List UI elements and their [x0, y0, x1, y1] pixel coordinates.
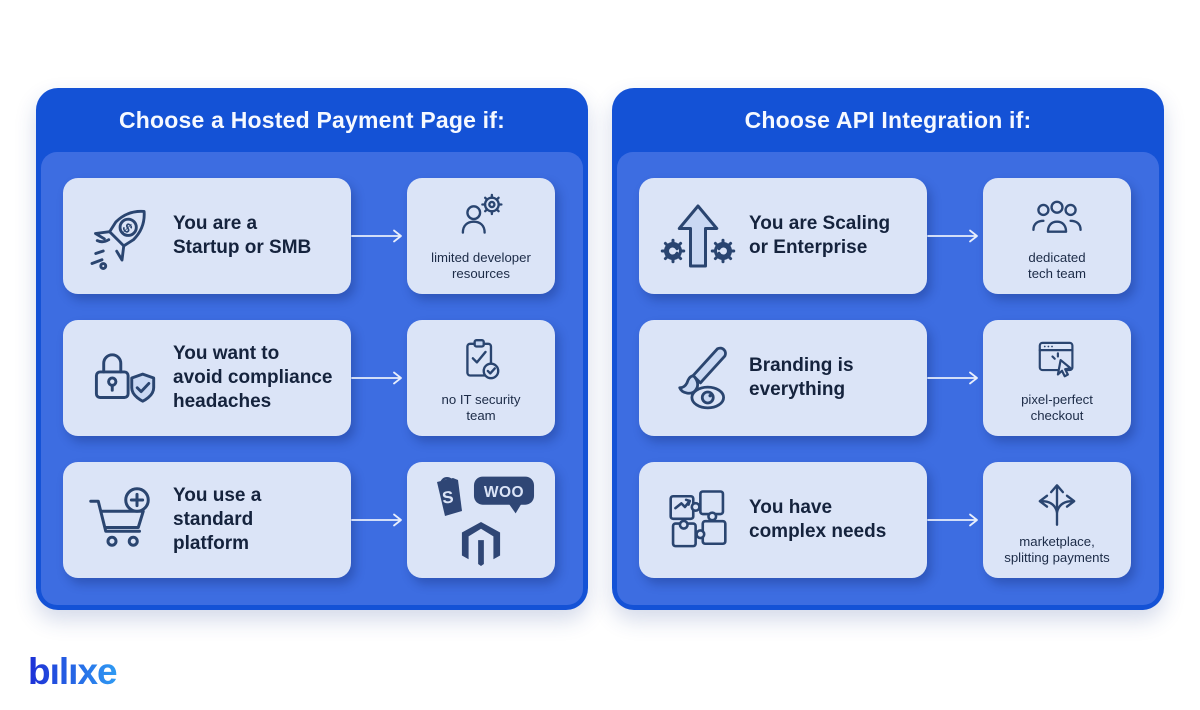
magento-logo-icon: [460, 520, 502, 568]
arrow-right-icon: [927, 462, 983, 578]
arrow-right-icon: [351, 462, 407, 578]
label-startup: You are a Startup or SMB: [173, 212, 312, 258]
arrow-right-icon: [927, 178, 983, 294]
api-integration-panel: Choose API Integration if:: [612, 88, 1164, 610]
caption-marketplace: marketplace, splitting payments: [1004, 534, 1110, 565]
card-complex-needs: You have complex needs: [639, 462, 927, 578]
card-pixel-perfect: pixel-perfect checkout: [983, 320, 1131, 436]
api-integration-title: Choose API Integration if:: [744, 106, 1032, 133]
card-platform: You use a standard platform: [63, 462, 351, 578]
logo-text: bılıxe: [28, 651, 117, 692]
branching-arrows-icon: [1028, 474, 1086, 532]
card-limited-dev: limited developer resources: [407, 178, 555, 294]
caption-tech-team: dedicated tech team: [1028, 250, 1086, 281]
lock-shield-icon: [79, 339, 165, 417]
caption-limited-dev: limited developer resources: [431, 250, 531, 281]
label-branding: Branding is everything: [749, 354, 854, 400]
arrow-right-icon: [927, 320, 983, 436]
clipboard-check-icon: [452, 332, 510, 390]
svg-text:WOO: WOO: [484, 484, 524, 501]
label-platform: You use a standard platform: [173, 484, 262, 555]
cart-plus-icon: [79, 480, 165, 560]
hosted-payment-header: Choose a Hosted Payment Page if:: [36, 88, 588, 152]
caption-pixel-perfect: pixel-perfect checkout: [1021, 392, 1093, 423]
card-tech-team: dedicated tech team: [983, 178, 1131, 294]
api-integration-header: Choose API Integration if:: [612, 88, 1164, 152]
developer-person-gear-icon: [452, 190, 510, 248]
row-startup: $ You are a Startup or SMB: [63, 178, 557, 294]
label-scaling: You are Scaling or Enterprise: [749, 212, 891, 258]
browser-cursor-icon: [1028, 332, 1086, 390]
card-no-it-team: no IT security team: [407, 320, 555, 436]
puzzle-pieces-icon: [655, 482, 741, 558]
label-complex-needs: You have complex needs: [749, 496, 887, 542]
scale-up-gears-icon: [655, 196, 741, 276]
hosted-payment-title: Choose a Hosted Payment Page if:: [119, 106, 505, 133]
shopify-logo-icon: S: [427, 472, 467, 518]
row-complex-needs: You have complex needs: [639, 462, 1133, 578]
card-platform-logos: S WOO: [407, 462, 555, 578]
biixe-logo: bılıxe: [26, 646, 176, 698]
row-scaling: You are Scaling or Enterprise: [639, 178, 1133, 294]
row-branding: Branding is everything: [639, 320, 1133, 436]
row-platform: You use a standard platform: [63, 462, 557, 578]
platform-logos: S WOO: [427, 472, 535, 568]
paintbrush-eye-icon: [655, 339, 741, 417]
rocket-icon: $: [79, 196, 165, 276]
card-marketplace: marketplace, splitting payments: [983, 462, 1131, 578]
arrow-right-icon: [351, 320, 407, 436]
card-startup: $ You are a Startup or SMB: [63, 178, 351, 294]
card-scaling: You are Scaling or Enterprise: [639, 178, 927, 294]
hosted-payment-body: $ You are a Startup or SMB: [41, 152, 583, 605]
api-integration-body: You are Scaling or Enterprise: [617, 152, 1159, 605]
woocommerce-logo-icon: WOO: [473, 475, 535, 515]
hosted-payment-panel: Choose a Hosted Payment Page if: $: [36, 88, 588, 610]
arrow-right-icon: [351, 178, 407, 294]
card-compliance: You want to avoid compliance headaches: [63, 320, 351, 436]
svg-text:S: S: [441, 487, 454, 507]
tech-team-people-icon: [1028, 190, 1086, 248]
caption-no-it-team: no IT security team: [441, 392, 521, 423]
label-compliance: You want to avoid compliance headaches: [173, 342, 333, 413]
card-branding: Branding is everything: [639, 320, 927, 436]
row-compliance: You want to avoid compliance headaches: [63, 320, 557, 436]
